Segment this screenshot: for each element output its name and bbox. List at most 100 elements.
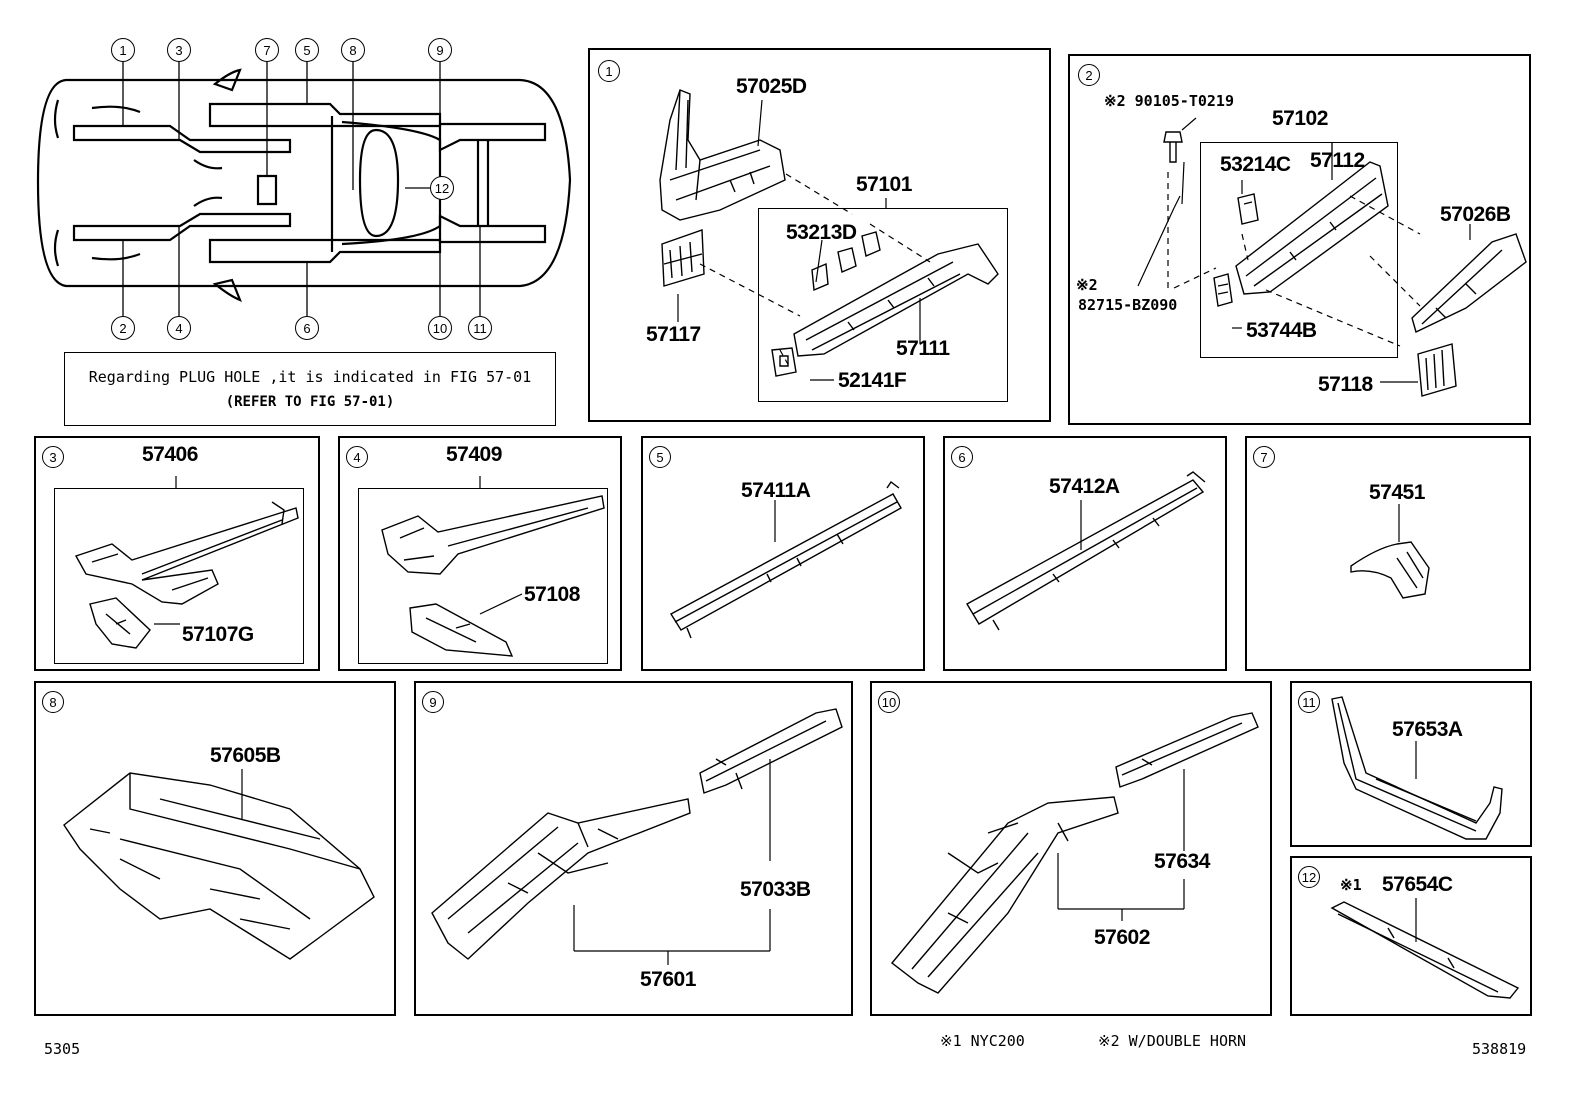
panel-6-callout: 6: [951, 446, 973, 468]
panel-3-callout: 3: [42, 446, 64, 468]
part-57409-drawing: [378, 494, 608, 594]
part-57602-drawing: [888, 793, 1128, 993]
label-57601[interactable]: 57601: [640, 968, 696, 991]
part-57654C-drawing: [1328, 898, 1528, 1008]
part-57033B-drawing: [696, 703, 846, 803]
label-57108[interactable]: 57108: [524, 583, 580, 606]
label-57409[interactable]: 57409: [446, 443, 502, 466]
plug-hole-note: Regarding PLUG HOLE ,it is indicated in …: [64, 352, 556, 426]
panel-2-callout: 2: [1078, 64, 1100, 86]
label-57411A[interactable]: 57411A: [741, 479, 811, 502]
part-57411A-drawing: [667, 478, 907, 648]
panel-5: 5 57411A: [641, 436, 925, 671]
overview-callout-7[interactable]: 7: [255, 38, 279, 62]
panel-10-callout: 10: [878, 691, 900, 713]
panel-4-leaders: [340, 438, 624, 673]
overview-callout-4[interactable]: 4: [167, 316, 191, 340]
overview-callout-5[interactable]: 5: [295, 38, 319, 62]
part-57634-drawing: [1112, 707, 1262, 807]
part-57026B-drawing: [1406, 228, 1530, 348]
label-57653A[interactable]: 57653A: [1392, 718, 1463, 741]
label-57118[interactable]: 57118: [1318, 373, 1373, 396]
panel-1-subassembly-box: [758, 208, 1008, 402]
panel-12-callout: 12: [1298, 866, 1320, 888]
panel-9-callout: 9: [422, 691, 444, 713]
overview-callout-12[interactable]: 12: [430, 176, 454, 200]
label-57101[interactable]: 57101: [856, 173, 912, 196]
panel-10-leaders: [872, 683, 1274, 1018]
panel-1-callout: 1: [598, 60, 620, 82]
panel-4-callout: 4: [346, 446, 368, 468]
panel-5-leaders: [643, 438, 927, 673]
part-57412A-drawing: [963, 474, 1213, 644]
panel-2-subassembly-box: [1200, 142, 1398, 358]
part-90105-T0219-bolt-drawing: [1160, 128, 1190, 168]
part-57118-drawing: [1412, 340, 1462, 404]
panel-11-leaders: [1292, 683, 1534, 849]
overview-callout-1[interactable]: 1: [111, 38, 135, 62]
overview-callout-2[interactable]: 2: [111, 316, 135, 340]
part-57112-drawing: [1230, 156, 1390, 306]
label-57117[interactable]: 57117: [646, 323, 701, 346]
plug-hole-note-line2[interactable]: (REFER TO FIG 57-01): [225, 394, 395, 410]
panel-7-leaders: [1247, 438, 1533, 673]
label-note1-marker[interactable]: ※1: [1340, 876, 1362, 894]
label-57605B[interactable]: 57605B: [210, 744, 281, 767]
overview-callout-10[interactable]: 10: [428, 316, 452, 340]
label-53744B[interactable]: 53744B: [1246, 319, 1317, 342]
panel-11: 11 57653A: [1290, 681, 1532, 847]
panel-2-leaders: [1070, 56, 1533, 427]
overview-callout-6[interactable]: 6: [295, 316, 319, 340]
part-53744B-drawing: [1210, 272, 1240, 312]
label-57602[interactable]: 57602: [1094, 926, 1150, 949]
part-57111-drawing: [788, 234, 1004, 364]
part-57653A-drawing: [1326, 693, 1526, 843]
label-57654C[interactable]: 57654C: [1382, 873, 1453, 896]
footer-note-2: ※2 W/DOUBLE HORN: [1098, 1032, 1247, 1050]
part-53214C-drawing: [1234, 192, 1264, 232]
panel-4: 4 57409 57108: [338, 436, 622, 671]
overview-callout-11[interactable]: 11: [468, 316, 492, 340]
label-57025D[interactable]: 57025D: [736, 75, 807, 98]
panel-9: 9 57033B 57601: [414, 681, 853, 1016]
panel-1-leaders: [590, 50, 1053, 424]
panel-4-subassembly-box: [358, 488, 608, 664]
label-57107G[interactable]: 57107G: [182, 623, 254, 646]
footer-page-code: 5305: [44, 1040, 81, 1058]
panel-5-callout: 5: [649, 446, 671, 468]
label-57412A[interactable]: 57412A: [1049, 475, 1120, 498]
panel-12: 12 ※1 57654C: [1290, 856, 1532, 1016]
part-57605B-drawing: [60, 769, 380, 969]
label-57111[interactable]: 57111: [896, 337, 950, 360]
part-57117-drawing: [656, 224, 716, 294]
part-53213D-drawing: [804, 230, 884, 310]
part-57451-drawing: [1347, 538, 1437, 608]
label-82715-BZ090[interactable]: 82715-BZ090: [1078, 296, 1178, 314]
overview-callout-3[interactable]: 3: [167, 38, 191, 62]
panel-10: 10 57634 57602: [870, 681, 1272, 1016]
label-57112[interactable]: 57112: [1310, 149, 1365, 172]
label-57033B[interactable]: 57033B: [740, 878, 811, 901]
panel-3: 3 57406 57107G: [34, 436, 320, 671]
panel-12-leaders: [1292, 858, 1534, 1018]
panel-3-subassembly-box: [54, 488, 304, 664]
panel-7: 7 57451: [1245, 436, 1531, 671]
label-57026B[interactable]: 57026B: [1440, 203, 1511, 226]
label-57634[interactable]: 57634: [1154, 850, 1210, 873]
label-57451[interactable]: 57451: [1369, 481, 1425, 504]
label-90105-T0219[interactable]: ※2 90105-T0219: [1104, 92, 1234, 110]
part-57107G-drawing: [86, 594, 156, 654]
label-53214C[interactable]: 53214C: [1220, 153, 1291, 176]
panel-2: 2: [1068, 54, 1531, 425]
label-57102[interactable]: 57102: [1272, 107, 1328, 130]
label-53213D[interactable]: 53213D: [786, 221, 857, 244]
part-52141F-drawing: [766, 344, 806, 384]
label-57406[interactable]: 57406: [142, 443, 198, 466]
overview-callout-8[interactable]: 8: [341, 38, 365, 62]
panel-6-leaders: [945, 438, 1229, 673]
label-52141F[interactable]: 52141F: [838, 369, 907, 392]
label-note2-marker[interactable]: ※2: [1076, 276, 1098, 294]
panel-1: 1: [588, 48, 1051, 422]
footer-figure-id: 538819: [1472, 1040, 1527, 1058]
overview-callout-9[interactable]: 9: [428, 38, 452, 62]
